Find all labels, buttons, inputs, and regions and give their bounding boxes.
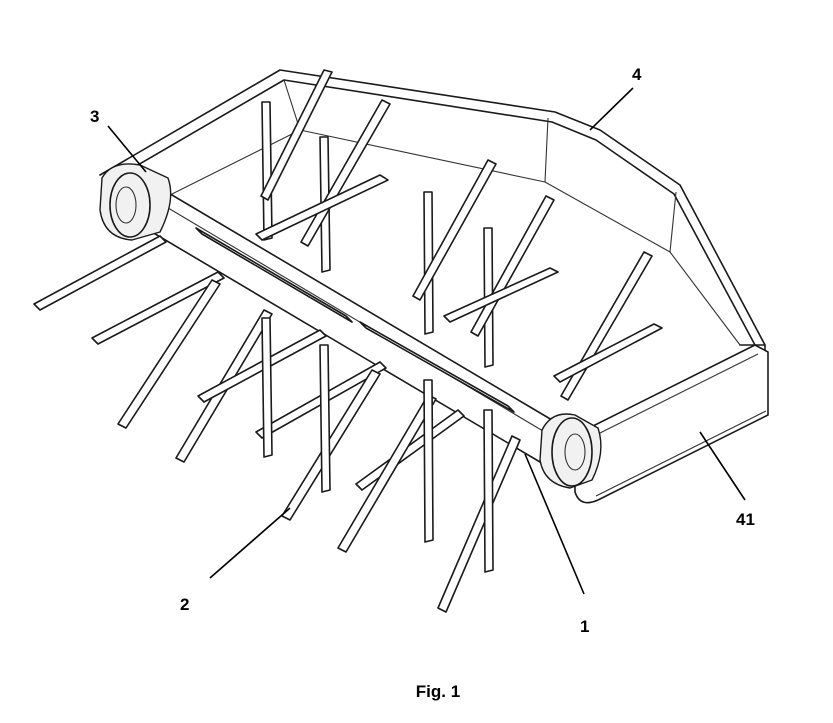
tine [195,227,353,323]
side-plate [574,344,769,504]
tine [91,271,225,345]
reference-labels: 3 4 41 2 1 [90,65,755,636]
side-plate-bottom-edge [595,410,767,497]
tine [300,99,391,247]
bearing-right-inner [564,433,586,471]
label-2: 2 [180,595,189,614]
label-1: 1 [580,617,589,636]
tine [470,195,555,337]
tine [437,435,521,613]
tine [33,235,167,311]
tine [412,159,497,301]
frame-seam-right [669,191,677,253]
leader-2 [209,507,291,579]
tines-front [33,227,521,613]
tine [261,317,273,458]
bearing-right-ring [551,417,593,487]
frame-inner-edge [111,79,756,346]
tine [423,379,434,543]
frame-seam-mid [544,117,549,183]
tine [560,251,653,401]
label-41: 41 [736,510,755,529]
label-4: 4 [632,65,642,84]
tine [281,369,381,521]
bearing-left-inner [115,186,137,224]
tine [255,174,389,241]
shaft [99,163,602,489]
tine [359,321,515,413]
tine [443,267,559,323]
tine [117,279,221,429]
bearing-left-ring [109,172,151,238]
tine [483,409,494,573]
tines-back [255,69,663,401]
frame-hood [99,69,766,356]
tine [553,323,663,383]
side-plate-body [574,344,769,504]
leader-41 [699,431,746,501]
tine [355,409,465,491]
leader-3 [107,125,147,173]
label-3: 3 [90,107,99,126]
figure-caption: Fig. 1 [416,682,460,701]
tine [337,394,437,553]
leader-lines [107,87,746,595]
tine [319,344,331,493]
tine [261,101,273,241]
leader-1 [524,453,585,595]
leader-4 [589,87,634,131]
tine [260,69,333,201]
bearing-left [99,163,172,241]
side-plate-edge [589,353,759,439]
